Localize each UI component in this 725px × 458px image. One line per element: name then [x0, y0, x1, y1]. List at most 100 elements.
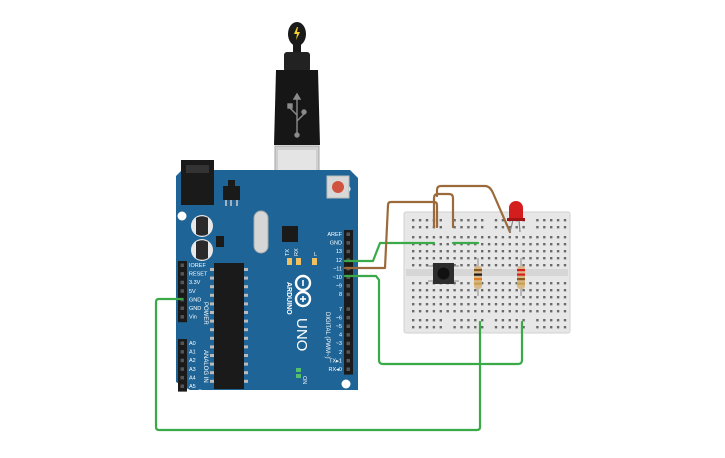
breadboard-hole[interactable] [453, 250, 456, 253]
breadboard-hole[interactable] [446, 243, 449, 246]
breadboard-hole[interactable] [515, 243, 518, 246]
header-pin[interactable] [180, 358, 185, 363]
breadboard-hole[interactable] [460, 264, 463, 267]
breadboard-hole[interactable] [467, 250, 470, 253]
breadboard-hole[interactable] [529, 243, 532, 246]
breadboard-hole[interactable] [481, 257, 484, 260]
breadboard-hole[interactable] [453, 282, 456, 285]
wire-gnd[interactable] [343, 241, 436, 263]
breadboard-hole[interactable] [412, 250, 415, 253]
breadboard-hole[interactable] [418, 236, 422, 239]
breadboard-hole[interactable] [439, 257, 442, 260]
breadboard-hole[interactable] [481, 226, 484, 229]
header-pin[interactable] [346, 284, 351, 288]
breadboard-hole[interactable] [439, 289, 442, 292]
breadboard-hole[interactable] [412, 257, 415, 260]
breadboard-hole[interactable] [501, 250, 505, 253]
breadboard-hole[interactable] [536, 257, 539, 260]
breadboard-hole[interactable] [460, 289, 463, 292]
breadboard-hole[interactable] [494, 289, 498, 292]
breadboard-hole[interactable] [563, 289, 567, 292]
breadboard-hole[interactable] [563, 219, 567, 222]
breadboard-hole[interactable] [508, 257, 511, 260]
breadboard-hole[interactable] [412, 326, 415, 329]
breadboard-hole[interactable] [418, 243, 422, 246]
breadboard-hole[interactable] [412, 310, 415, 313]
breadboard-hole[interactable] [439, 236, 442, 239]
breadboard-hole[interactable] [550, 326, 553, 329]
breadboard-hole[interactable] [453, 319, 456, 322]
breadboard-hole[interactable] [536, 326, 539, 329]
breadboard-hole[interactable] [439, 226, 442, 229]
breadboard-hole[interactable] [425, 264, 429, 267]
breadboard-hole[interactable] [501, 219, 505, 222]
breadboard-hole[interactable] [529, 289, 532, 292]
breadboard-hole[interactable] [536, 219, 539, 222]
breadboard-hole[interactable] [412, 282, 415, 285]
breadboard-hole[interactable] [501, 303, 505, 306]
header-pin[interactable] [346, 341, 351, 346]
header-pin[interactable] [346, 358, 351, 363]
breadboard-hole[interactable] [439, 296, 442, 299]
breadboard-hole[interactable] [494, 264, 498, 267]
red-led[interactable] [507, 201, 525, 233]
breadboard-hole[interactable] [563, 282, 567, 285]
breadboard-hole[interactable] [563, 257, 567, 260]
breadboard-hole[interactable] [556, 236, 560, 239]
breadboard-hole[interactable] [515, 319, 518, 322]
breadboard-hole[interactable] [529, 236, 532, 239]
breadboard-hole[interactable] [432, 250, 436, 253]
breadboard-hole[interactable] [536, 226, 539, 229]
breadboard-hole[interactable] [522, 289, 525, 292]
breadboard-hole[interactable] [474, 319, 477, 322]
breadboard-hole[interactable] [439, 243, 442, 246]
breadboard-hole[interactable] [425, 226, 429, 229]
breadboard-hole[interactable] [550, 319, 553, 322]
breadboard-hole[interactable] [515, 226, 518, 229]
breadboard-hole[interactable] [536, 303, 539, 306]
breadboard-hole[interactable] [439, 319, 442, 322]
breadboard-hole[interactable] [501, 226, 505, 229]
breadboard-hole[interactable] [432, 326, 436, 329]
breadboard-hole[interactable] [418, 282, 422, 285]
breadboard-hole[interactable] [550, 310, 553, 313]
breadboard-hole[interactable] [508, 236, 511, 239]
breadboard-hole[interactable] [481, 319, 484, 322]
header-pin[interactable] [180, 375, 185, 380]
breadboard-hole[interactable] [563, 319, 567, 322]
breadboard-hole[interactable] [481, 219, 484, 222]
breadboard-hole[interactable] [425, 257, 429, 260]
breadboard-hole[interactable] [522, 236, 525, 239]
breadboard-hole[interactable] [508, 243, 511, 246]
breadboard-hole[interactable] [536, 296, 539, 299]
breadboard-hole[interactable] [550, 303, 553, 306]
breadboard-hole[interactable] [453, 257, 456, 260]
header-pin[interactable] [346, 307, 351, 311]
breadboard-hole[interactable] [460, 236, 463, 239]
breadboard-hole[interactable] [460, 243, 463, 246]
breadboard-hole[interactable] [543, 289, 546, 292]
breadboard-hole[interactable] [474, 303, 477, 306]
breadboard-hole[interactable] [543, 296, 546, 299]
breadboard-hole[interactable] [522, 310, 525, 313]
breadboard-hole[interactable] [439, 250, 442, 253]
breadboard-hole[interactable] [474, 296, 477, 299]
breadboard-hole[interactable] [529, 264, 532, 267]
breadboard-hole[interactable] [515, 236, 518, 239]
breadboard-hole[interactable] [446, 310, 449, 313]
breadboard-hole[interactable] [529, 310, 532, 313]
breadboard-hole[interactable] [446, 289, 449, 292]
breadboard-hole[interactable] [522, 226, 525, 229]
breadboard-hole[interactable] [550, 219, 553, 222]
breadboard-hole[interactable] [412, 319, 415, 322]
breadboard-hole[interactable] [522, 264, 525, 267]
breadboard-hole[interactable] [481, 243, 484, 246]
header-pin[interactable] [180, 315, 185, 319]
breadboard-hole[interactable] [487, 236, 491, 239]
header-pin[interactable] [346, 350, 351, 354]
breadboard-hole[interactable] [563, 226, 567, 229]
breadboard-hole[interactable] [494, 319, 498, 322]
breadboard-hole[interactable] [543, 264, 546, 267]
breadboard-hole[interactable] [418, 289, 422, 292]
breadboard-hole[interactable] [501, 319, 505, 322]
